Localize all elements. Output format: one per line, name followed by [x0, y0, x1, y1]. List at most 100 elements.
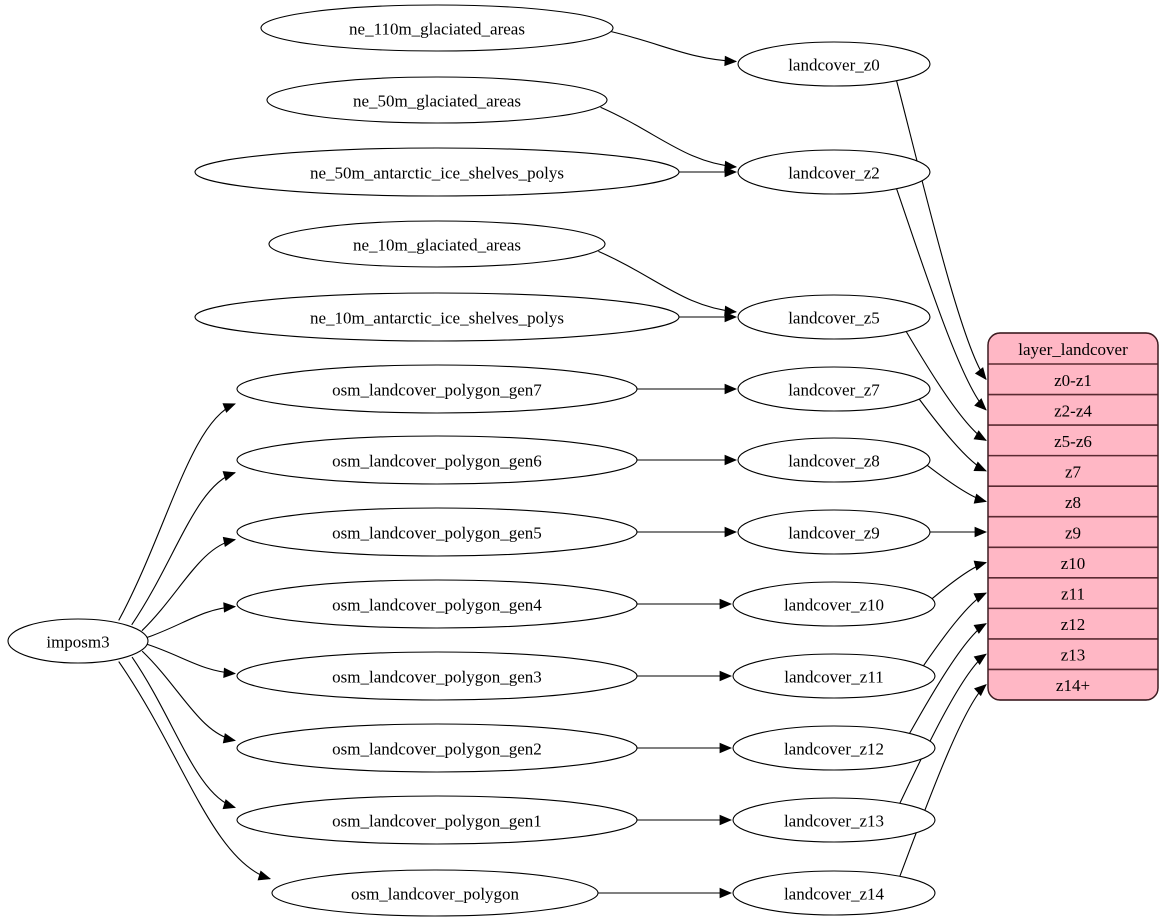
node-landcover_z14[interactable]: landcover_z14: [732, 870, 936, 916]
edge-landcover_z14-to-layer_landcover-z14--arrowhead: [974, 684, 987, 697]
node-ne_110m_glaciated_areas[interactable]: ne_110m_glaciated_areas: [260, 4, 614, 52]
node-shape-osm_landcover_polygon_gen7: [236, 364, 638, 414]
node-label-osm_landcover_polygon: osm_landcover_polygon: [351, 885, 520, 904]
node-shape-landcover_z10: [732, 581, 936, 627]
edge-landcover_z5-to-layer_landcover-z5-z6-arrowhead: [973, 430, 987, 441]
node-osm_landcover_polygon[interactable]: osm_landcover_polygon: [271, 869, 599, 917]
node-label-ne_10m_glaciated_areas: ne_10m_glaciated_areas: [353, 236, 521, 255]
node-shape-osm_landcover_polygon_gen3: [236, 651, 638, 701]
edge-ne_10m_glaciated_areas-to-landcover_z5: [598, 250, 737, 313]
node-label-ne_50m_antarctic_ice_shelves_polys: ne_50m_antarctic_ice_shelves_polys: [310, 164, 564, 183]
layer-table-row-label-z0-z1: z0-z1: [1054, 371, 1092, 390]
node-osm_landcover_polygon_gen5[interactable]: osm_landcover_polygon_gen5: [236, 507, 638, 557]
edge-imposm3-to-osm_landcover_polygon_gen2-arrowhead: [222, 733, 237, 744]
layer-table-row-label-z10: z10: [1061, 554, 1086, 573]
layer-table-row-label-z9: z9: [1065, 524, 1081, 543]
node-landcover_z12[interactable]: landcover_z12: [732, 725, 936, 771]
node-osm_landcover_polygon_gen7[interactable]: osm_landcover_polygon_gen7: [236, 364, 638, 414]
node-landcover_z0[interactable]: landcover_z0: [737, 41, 931, 87]
node-shape-osm_landcover_polygon_gen6: [236, 435, 638, 485]
edge-osm_landcover_polygon-to-landcover_z14-arrowhead: [719, 887, 733, 899]
edge-imposm3-to-osm_landcover_polygon: [118, 661, 271, 880]
node-ne_50m_glaciated_areas[interactable]: ne_50m_glaciated_areas: [266, 76, 608, 124]
edge-imposm3-to-osm_landcover_polygon_gen3-arrowhead: [223, 667, 237, 678]
layer-landcover-table[interactable]: layer_landcoverz0-z1z2-z4z5-z6z7z8z9z10z…: [987, 332, 1159, 701]
node-imposm3[interactable]: imposm3: [7, 618, 149, 664]
node-label-landcover_z14: landcover_z14: [784, 885, 885, 904]
edge-imposm3-to-osm_landcover_polygon_gen7-arrowhead: [222, 403, 236, 413]
node-label-osm_landcover_polygon_gen6: osm_landcover_polygon_gen6: [332, 452, 542, 471]
node-label-landcover_z5: landcover_z5: [788, 309, 880, 328]
node-label-landcover_z11: landcover_z11: [784, 668, 883, 687]
node-label-landcover_z9: landcover_z9: [788, 524, 880, 543]
node-landcover_z10[interactable]: landcover_z10: [732, 581, 936, 627]
node-shape-osm_landcover_polygon_gen2: [236, 723, 638, 773]
layer-table-row-label-z13: z13: [1061, 646, 1086, 665]
node-shape-landcover_z13: [732, 797, 936, 843]
edge-imposm3-to-osm_landcover_polygon_gen5-arrowhead: [222, 536, 237, 548]
nodes-layer: imposm3 ne_110m_glaciated_areas ne_50m_gla…: [7, 4, 936, 917]
edge-osm_landcover_polygon_gen4-to-landcover_z10-arrowhead: [719, 598, 733, 610]
node-ne_50m_antarctic_ice_shelves_polys[interactable]: ne_50m_antarctic_ice_shelves_polys: [194, 147, 680, 197]
edge-landcover_z8-to-layer_landcover-z8-arrowhead: [973, 493, 988, 504]
layer-table-row-label-z8: z8: [1065, 493, 1081, 512]
node-label-osm_landcover_polygon_gen4: osm_landcover_polygon_gen4: [332, 596, 542, 615]
edge-ne_50m_glaciated_areas-to-landcover_z2: [600, 106, 737, 168]
edge-landcover_z0-to-layer_landcover-z0-z1-arrowhead: [974, 367, 987, 381]
node-osm_landcover_polygon_gen3[interactable]: osm_landcover_polygon_gen3: [236, 651, 638, 701]
edges-layer: [118, 31, 988, 899]
layer-table-header: layer_landcover: [1018, 340, 1128, 359]
layer-table-row-label-z12: z12: [1061, 615, 1086, 634]
node-landcover_z11[interactable]: landcover_z11: [732, 653, 936, 699]
edge-osm_landcover_polygon_gen1-to-landcover_z13-arrowhead: [719, 814, 733, 826]
node-shape-osm_landcover_polygon: [271, 869, 599, 917]
node-shape-landcover_z11: [732, 653, 936, 699]
node-landcover_z9[interactable]: landcover_z9: [737, 509, 931, 555]
node-shape-imposm3: [7, 618, 149, 664]
layer-table-row-label-z5-z6: z5-z6: [1054, 432, 1092, 451]
edge-landcover_z2-to-layer_landcover-z2-z4-arrowhead: [974, 398, 987, 411]
edge-landcover_z13-to-layer_landcover-z13-arrowhead: [973, 653, 987, 665]
node-shape-landcover_z5: [737, 294, 931, 340]
node-label-landcover_z7: landcover_z7: [788, 381, 880, 400]
edge-imposm3-to-osm_landcover_polygon_gen6: [131, 472, 236, 626]
node-osm_landcover_polygon_gen6[interactable]: osm_landcover_polygon_gen6: [236, 435, 638, 485]
node-ne_10m_glaciated_areas[interactable]: ne_10m_glaciated_areas: [268, 220, 606, 268]
node-label-landcover_z2: landcover_z2: [788, 164, 880, 183]
node-osm_landcover_polygon_gen4[interactable]: osm_landcover_polygon_gen4: [236, 579, 638, 629]
node-landcover_z2[interactable]: landcover_z2: [737, 149, 931, 195]
node-shape-osm_landcover_polygon_gen4: [236, 579, 638, 629]
node-shape-ne_50m_glaciated_areas: [266, 76, 608, 124]
node-shape-ne_110m_glaciated_areas: [260, 4, 614, 52]
edge-landcover_z12-to-layer_landcover-z12-arrowhead: [973, 623, 987, 634]
node-landcover_z5[interactable]: landcover_z5: [737, 294, 931, 340]
node-shape-osm_landcover_polygon_gen1: [236, 795, 638, 845]
node-shape-landcover_z7: [737, 366, 931, 412]
node-label-landcover_z10: landcover_z10: [784, 596, 884, 615]
node-label-osm_landcover_polygon_gen7: osm_landcover_polygon_gen7: [332, 381, 542, 400]
node-osm_landcover_polygon_gen2[interactable]: osm_landcover_polygon_gen2: [236, 723, 638, 773]
edge-osm_landcover_polygon_gen5-to-landcover_z9-arrowhead: [724, 526, 738, 538]
layer-table-row-label-z7: z7: [1065, 462, 1082, 481]
edge-imposm3-to-osm_landcover_polygon_gen4-arrowhead: [223, 602, 237, 613]
edge-imposm3-to-osm_landcover_polygon_gen2: [141, 650, 236, 742]
node-label-landcover_z13: landcover_z13: [784, 812, 884, 831]
node-landcover_z13[interactable]: landcover_z13: [732, 797, 936, 843]
node-label-osm_landcover_polygon_gen5: osm_landcover_polygon_gen5: [332, 524, 542, 543]
node-shape-osm_landcover_polygon_gen5: [236, 507, 638, 557]
node-label-imposm3: imposm3: [46, 633, 109, 652]
node-shape-landcover_z8: [737, 437, 931, 483]
node-ne_10m_antarctic_ice_shelves_polys[interactable]: ne_10m_antarctic_ice_shelves_polys: [194, 292, 680, 342]
edge-landcover_z9-to-layer_landcover-z9-arrowhead: [974, 526, 988, 538]
edge-ne_50m_antarctic_ice_shelves_polys-to-landcover_z2-arrowhead: [724, 166, 738, 178]
node-landcover_z8[interactable]: landcover_z8: [737, 437, 931, 483]
node-landcover_z7[interactable]: landcover_z7: [737, 366, 931, 412]
node-osm_landcover_polygon_gen1[interactable]: osm_landcover_polygon_gen1: [236, 795, 638, 845]
node-shape-landcover_z9: [737, 509, 931, 555]
edge-osm_landcover_polygon_gen3-to-landcover_z11-arrowhead: [719, 670, 733, 682]
edge-imposm3-to-osm_landcover_polygon-arrowhead: [257, 870, 271, 881]
edge-imposm3-to-osm_landcover_polygon_gen5: [141, 539, 236, 632]
edge-imposm3-to-osm_landcover_polygon_gen7: [118, 403, 236, 621]
